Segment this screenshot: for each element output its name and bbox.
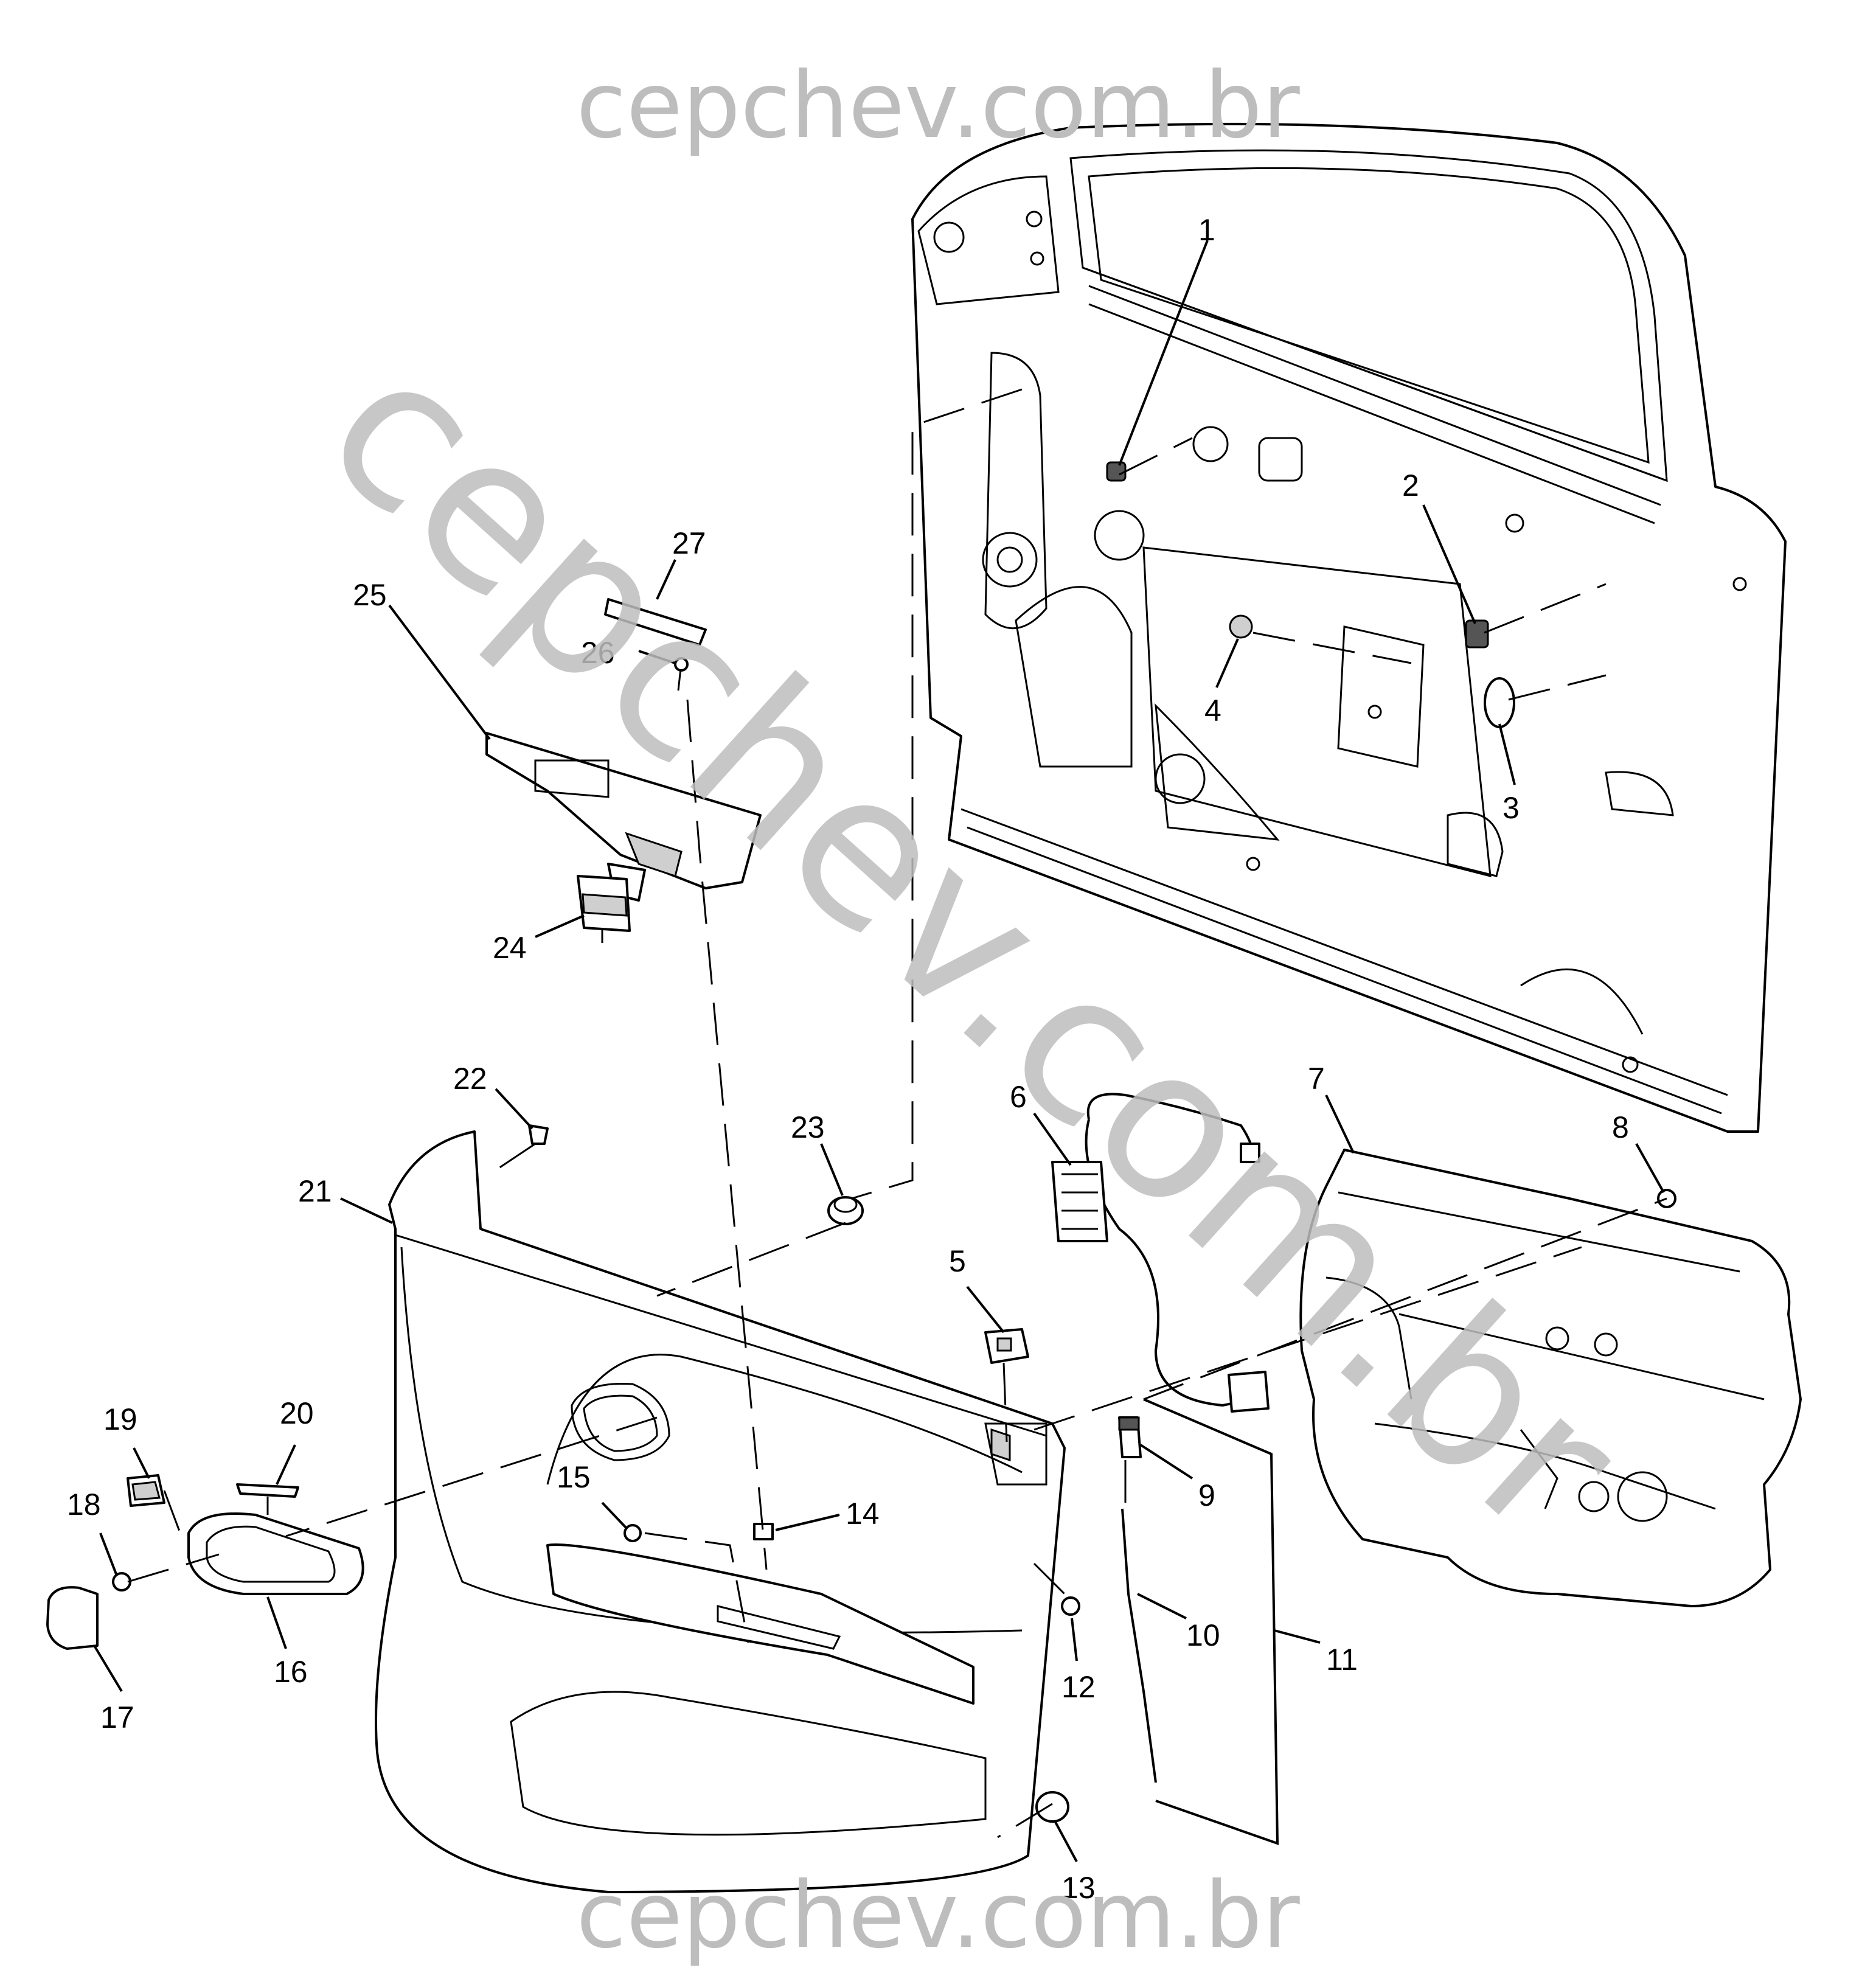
callout-2: 2 <box>1402 468 1419 503</box>
callout-18: 18 <box>67 1487 101 1522</box>
retainer-14 <box>753 1523 774 1540</box>
callout-17: 17 <box>100 1700 134 1734</box>
callout-24: 24 <box>493 931 527 965</box>
callout-26: 26 <box>581 636 615 670</box>
pin-4 <box>1229 614 1253 639</box>
callout-16: 16 <box>274 1655 308 1689</box>
grommet-23 <box>827 1196 864 1225</box>
wiring-harness-6 <box>1051 1093 1270 1413</box>
callout-1: 1 <box>1198 213 1215 247</box>
window-switch-24 <box>577 875 631 943</box>
watermark-bottom: cepchev.com.br <box>576 1863 1300 1969</box>
callout-6: 6 <box>1010 1080 1027 1114</box>
bracket-11 <box>1143 1398 1279 1845</box>
door-trim-panel-21 <box>375 1130 1066 1893</box>
callout-11: 11 <box>1326 1643 1358 1677</box>
lock-rod-10 <box>1121 1508 1157 1783</box>
door-inner-panel <box>911 122 1787 1133</box>
callout-23: 23 <box>791 1110 825 1144</box>
plug-3 <box>1484 677 1515 728</box>
callout-20: 20 <box>280 1396 314 1430</box>
bezel-trim-strip-27 <box>604 598 707 646</box>
rod-clip-9 <box>1118 1416 1142 1458</box>
callout-22: 22 <box>453 1062 487 1096</box>
callout-7: 7 <box>1308 1062 1325 1096</box>
screw-12 <box>1061 1596 1080 1616</box>
courtesy-lamp-5 <box>984 1328 1029 1364</box>
callout-10: 10 <box>1186 1618 1220 1652</box>
callout-15: 15 <box>557 1460 591 1494</box>
lock-knob-19 <box>127 1474 165 1507</box>
callout-labels: 1 2 3 4 5 6 7 8 9 10 11 12 13 14 15 16 1… <box>67 213 1629 1905</box>
screw-26 <box>674 657 689 691</box>
callout-3: 3 <box>1503 791 1520 825</box>
callout-9: 9 <box>1198 1478 1215 1512</box>
callout-4: 4 <box>1204 694 1221 728</box>
leader-lines <box>127 388 1667 1839</box>
callout-27: 27 <box>672 526 706 560</box>
sound-insulator-7 <box>1299 1149 1802 1607</box>
grommet-13 <box>1035 1791 1069 1823</box>
watermark-top: cepchev.com.br <box>576 53 1300 159</box>
retainer-22 <box>528 1124 549 1145</box>
callout-19: 19 <box>103 1402 137 1436</box>
callout-21: 21 <box>298 1174 332 1208</box>
callout-12: 12 <box>1061 1670 1096 1704</box>
inside-handle-16 <box>187 1512 364 1595</box>
callout-5: 5 <box>949 1244 966 1278</box>
callout-pointers <box>93 240 1665 1862</box>
callout-25: 25 <box>353 578 387 612</box>
rod-clip-20 <box>236 1483 299 1498</box>
clip-1 <box>1106 461 1127 482</box>
callout-8: 8 <box>1612 1110 1629 1144</box>
callout-14: 14 <box>846 1497 880 1531</box>
screw-15 <box>624 1524 642 1542</box>
handle-bezel-17 <box>46 1586 99 1650</box>
callout-13: 13 <box>1061 1871 1096 1905</box>
clip-2 <box>1465 619 1489 649</box>
